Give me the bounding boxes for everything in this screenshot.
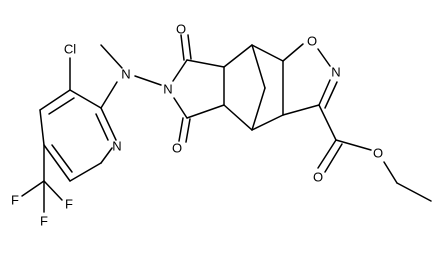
bond-ethyl: [396, 182, 432, 202]
atom-n-imide: N: [163, 82, 172, 97]
bond-co-bottom-o-1: [178, 117, 184, 142]
atom-n-amine: N: [121, 67, 130, 82]
bond-cage-2: [251, 44, 284, 62]
bond-cage-4: [251, 114, 284, 131]
atom-labels: Cl N N N O O O N O O F F F: [11, 22, 383, 229]
bond-pyr-inner-2: [51, 144, 73, 173]
bond-isox-o-n: [317, 48, 331, 67]
atom-f-bottom: F: [40, 214, 48, 229]
atom-o-imide-top: O: [176, 22, 186, 37]
bond-nimide-co-bottom: [173, 97, 188, 119]
atom-f-right: F: [65, 197, 73, 212]
bond-c-ester: [318, 104, 337, 141]
atom-o-imide-bottom: O: [172, 141, 182, 156]
bond-ester-co-1: [317, 139, 337, 169]
bond-pyr-n-c2: [100, 107, 117, 141]
bond-cage-3: [223, 104, 253, 131]
bond-cf3-f-right: [43, 180, 63, 201]
bond-bridge-2: [251, 87, 266, 131]
bond-cf3-f-left: [21, 180, 45, 197]
bond-co-bottom-o-2: [185, 118, 191, 143]
bond-pyr-c6-c6b: [69, 162, 102, 182]
bonds: [21, 34, 432, 213]
bond-namine-methyl: [100, 44, 123, 69]
atom-n-isoxazoline: N: [331, 65, 340, 80]
bond-co-top-ch: [186, 59, 225, 68]
bond-ester-co-2: [324, 143, 343, 173]
bond-pyr-c2-c3: [69, 89, 102, 109]
atom-o-ester: O: [373, 146, 383, 161]
bond-isox-c-o: [282, 43, 304, 62]
atom-f-left: F: [11, 193, 19, 208]
bond-nimide-co-top: [172, 59, 188, 82]
bond-c2-namine: [100, 81, 118, 109]
bond-isox-n-c-2: [324, 81, 338, 109]
bond-cage-1: [223, 44, 253, 68]
bond-namine-nimide: [134, 75, 162, 86]
bond-bridge-1: [251, 44, 266, 89]
bond-pyr-c6b-n: [100, 147, 113, 164]
bond-pyr-c5-c6: [43, 144, 71, 182]
bond-co-top-o-1: [180, 34, 185, 61]
atom-n-pyridine: N: [112, 139, 121, 154]
bond-pyr-c4-c5: [39, 109, 45, 146]
bond-isox-c-c: [282, 104, 320, 116]
bond-ester-o-ch2: [383, 161, 398, 184]
bond-pyr-inner-1: [48, 97, 75, 115]
bond-isox-n-c-1: [318, 79, 331, 106]
bond-co-top-o-2: [187, 34, 192, 60]
atom-o-ester-carbonyl: O: [313, 170, 323, 185]
bond-ester-c-o: [335, 139, 372, 151]
bond-pyr-c3-c4: [39, 89, 71, 111]
bond-pyr-inner-3: [95, 113, 109, 141]
atom-cl: Cl: [64, 42, 76, 57]
bond-co-bottom-ch: [186, 104, 225, 119]
atom-o-isoxazoline: O: [307, 34, 317, 49]
